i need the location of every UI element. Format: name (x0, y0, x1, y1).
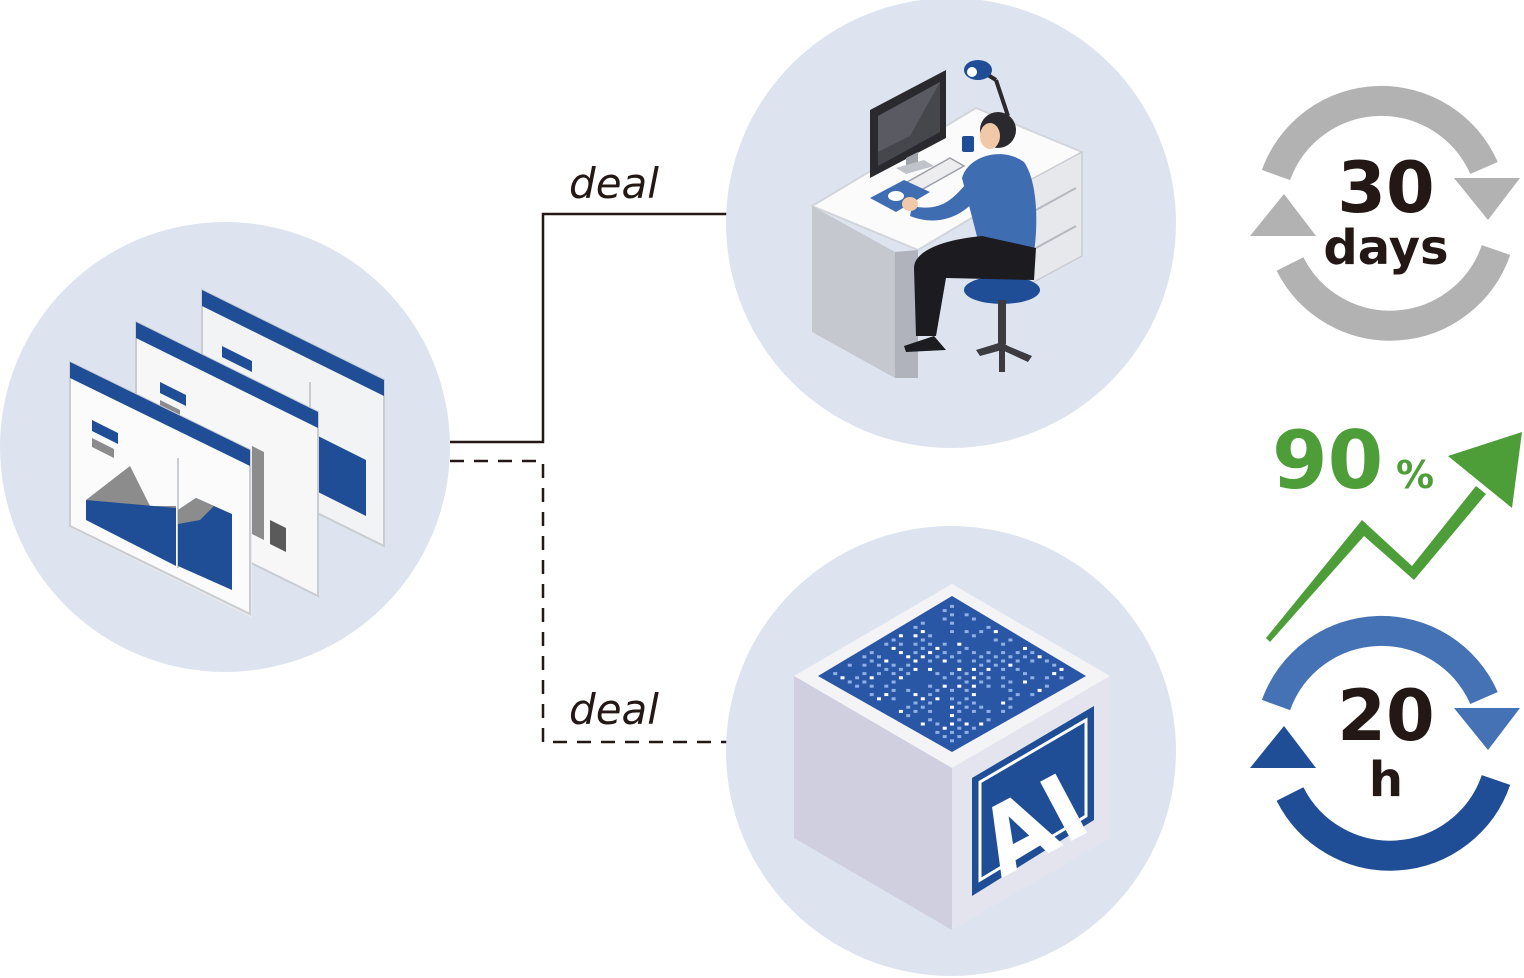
efficiency-gain-stat: 90 % (1266, 414, 1522, 642)
arrowhead-right (1454, 708, 1520, 750)
document-windows-icon (69, 288, 385, 618)
solid-connector (450, 212, 728, 444)
ai-duration-stat: 20 h (1250, 615, 1520, 871)
efficiency-gain-unit: % (1396, 453, 1434, 497)
documents-group (0, 222, 450, 672)
efficiency-gain-number: 90 (1272, 414, 1383, 507)
arrowhead-right (1454, 178, 1520, 220)
worker-group (726, 0, 1176, 448)
ai-chip-cube-icon: AI (794, 584, 1110, 930)
lower-deal-label: deal (569, 685, 659, 734)
refresh-cycle-icon (1261, 615, 1511, 871)
arrowhead-left (1250, 726, 1316, 768)
arrowhead-left (1250, 194, 1316, 236)
manual-duration-number: 30 (1337, 147, 1434, 229)
chip-pixel-grid (833, 604, 1064, 743)
refresh-cycle-icon (1261, 85, 1511, 341)
manual-duration-unit: days (1323, 220, 1448, 276)
trend-up-arrow-icon (1266, 432, 1522, 642)
ai-duration-unit: h (1369, 752, 1403, 808)
person-at-desk-icon (809, 60, 1085, 378)
ai-group: AI (726, 526, 1176, 976)
upper-deal-label: deal (569, 159, 659, 208)
manual-duration-stat: 30 days (1250, 85, 1520, 341)
ai-duration-number: 20 (1337, 675, 1434, 757)
connector-lines: deal deal (450, 159, 728, 744)
dashed-connector (450, 459, 728, 744)
